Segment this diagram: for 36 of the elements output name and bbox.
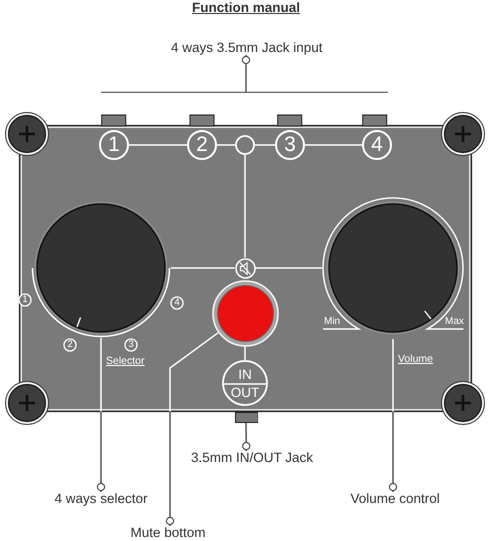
leader-line	[96, 338, 106, 492]
leader-line	[166, 332, 218, 526]
jack-socket-icon	[234, 412, 258, 422]
io-port-ring	[222, 360, 268, 406]
callout-label: Volume control	[350, 492, 440, 506]
signal-line	[217, 144, 235, 146]
position-ring: 3	[124, 338, 138, 352]
position-ring: 2	[63, 338, 77, 352]
knob-label: Selector	[106, 356, 145, 367]
position-ring: 1	[18, 293, 32, 307]
signal-line	[129, 144, 187, 146]
leader-line	[242, 55, 250, 92]
leader-line	[242, 422, 250, 451]
io-label: IN	[238, 368, 252, 382]
callout-label: 3.5mm IN/OUT Jack	[191, 451, 314, 465]
scale-label: Max	[445, 316, 464, 327]
callout-label: 4 ways selector	[54, 492, 148, 506]
mute-button	[212, 280, 278, 346]
callout-label: Mute bottom	[130, 526, 206, 540]
scale-label: Min	[324, 316, 340, 327]
io-label: OUT	[230, 386, 260, 400]
port-ring: 2	[187, 130, 217, 160]
signal-line	[244, 155, 246, 258]
title: Function manual	[192, 0, 300, 16]
signal-line	[244, 346, 246, 360]
signal-line	[256, 267, 322, 269]
signal-line	[255, 144, 275, 146]
position-ring: 4	[170, 296, 184, 310]
port-ring: 1	[99, 130, 129, 160]
signal-line	[305, 144, 362, 146]
port-ring: 4	[362, 130, 392, 160]
signal-line	[171, 267, 234, 269]
port-ring: 3	[275, 130, 305, 160]
knob-label: Volume	[398, 354, 434, 365]
leader-line	[388, 339, 398, 492]
callout-label: 4 ways 3.5mm Jack input	[171, 41, 323, 55]
